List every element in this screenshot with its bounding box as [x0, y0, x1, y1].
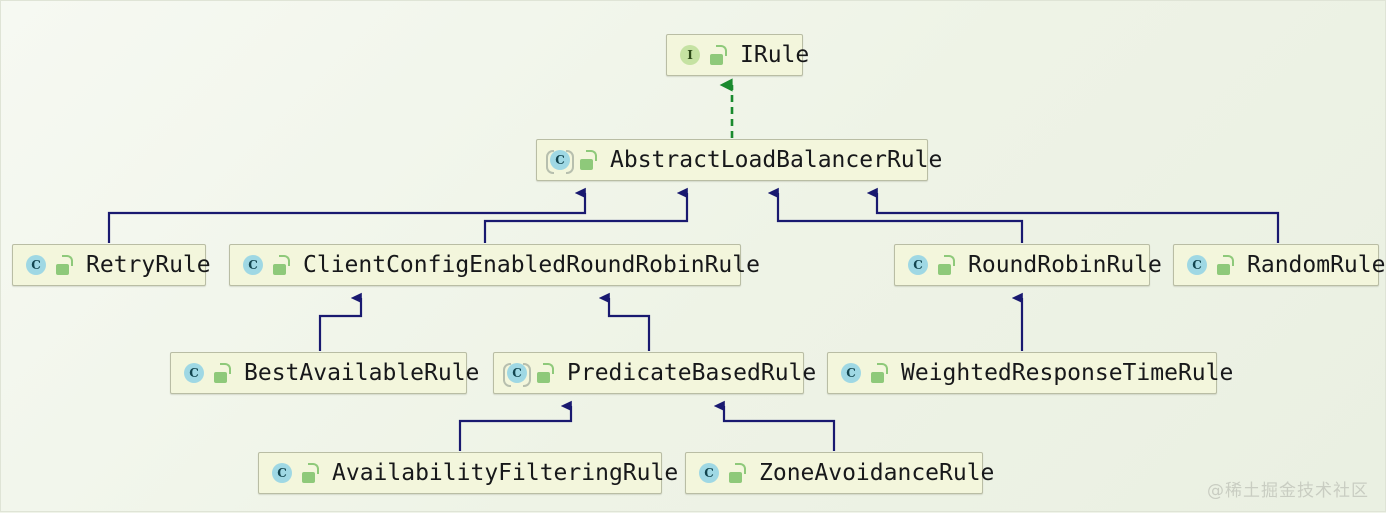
padlock-body — [710, 54, 723, 65]
padlock-body — [214, 372, 227, 383]
padlock-shackle — [308, 463, 319, 474]
padlock-shackle — [62, 255, 73, 266]
edge-random-to-abstractlb — [866, 187, 1280, 243]
class-node-label: RoundRobinRule — [968, 251, 1162, 278]
class-icon: C — [240, 252, 266, 278]
class-icon: C — [269, 460, 295, 486]
edge-availability-to-predicate — [458, 400, 573, 451]
interface-icon: I — [677, 42, 703, 68]
unlocked-padlock-icon — [271, 255, 290, 275]
unlocked-padlock-icon — [708, 45, 727, 65]
class-icon: C — [23, 252, 49, 278]
padlock-shackle — [543, 363, 554, 374]
class-node-label: BestAvailableRule — [244, 359, 480, 386]
watermark: @稀土掘金技术社区 — [1207, 481, 1369, 501]
padlock-shackle — [877, 363, 888, 374]
unlocked-padlock-icon — [869, 363, 888, 383]
icon-glyph: C — [841, 363, 861, 383]
padlock-body — [273, 264, 286, 275]
class-node-zone[interactable]: C ZoneAvoidanceRule — [685, 452, 994, 494]
edge-retry-to-abstractlb — [107, 187, 587, 243]
class-node-label: WeightedResponseTimeRule — [901, 359, 1234, 386]
padlock-shackle — [735, 463, 746, 474]
icon-glyph: C — [26, 255, 46, 275]
unlocked-padlock-icon — [1215, 255, 1234, 275]
class-node-availability[interactable]: C AvailabilityFilteringRule — [258, 452, 678, 494]
icon-glyph: C — [699, 463, 719, 483]
class-node-random[interactable]: C RandomRule — [1173, 244, 1385, 286]
edge-clientconfig-to-abstractlb — [483, 187, 689, 243]
class-icon: C — [1184, 252, 1210, 278]
icon-glyph: C — [243, 255, 263, 275]
class-node-label: ClientConfigEnabledRoundRobinRule — [303, 251, 760, 278]
padlock-body — [580, 159, 593, 170]
padlock-body — [938, 264, 951, 275]
unlocked-padlock-icon — [535, 363, 554, 383]
icon-glyph: C — [272, 463, 292, 483]
class-icon: C — [546, 147, 574, 174]
icon-glyph: C — [184, 363, 204, 383]
class-node-abstractlb[interactable]: C AbstractLoadBalancerRule — [536, 139, 942, 181]
class-node-label: ZoneAvoidanceRule — [759, 459, 995, 486]
padlock-shackle — [1223, 255, 1234, 266]
padlock-body — [56, 264, 69, 275]
class-node-retry[interactable]: C RetryRule — [12, 244, 211, 286]
unlocked-padlock-icon — [727, 463, 746, 483]
padlock-body — [871, 372, 884, 383]
class-node-predicate[interactable]: C PredicateBasedRule — [493, 352, 816, 394]
unlocked-padlock-icon — [212, 363, 231, 383]
class-node-label: IRule — [740, 41, 810, 68]
icon-glyph: I — [680, 45, 700, 65]
unlocked-padlock-icon — [54, 255, 73, 275]
class-node-label: AbstractLoadBalancerRule — [610, 146, 943, 173]
padlock-body — [1217, 264, 1230, 275]
class-icon: C — [696, 460, 722, 486]
class-node-irule[interactable]: I IRule — [666, 34, 809, 76]
edge-bestavailable-to-clientconfig — [318, 292, 363, 351]
unlocked-padlock-icon — [936, 255, 955, 275]
edge-roundrobin-to-abstractlb — [767, 187, 1024, 243]
padlock-body — [729, 472, 742, 483]
class-node-label: PredicateBasedRule — [567, 359, 817, 386]
class-node-clientconfig[interactable]: C ClientConfigEnabledRoundRobinRule — [229, 244, 760, 286]
edge-predicate-to-clientconfig — [598, 292, 651, 351]
padlock-body — [302, 472, 315, 483]
edge-zone-to-predicate — [713, 400, 836, 451]
icon-glyph: C — [507, 363, 527, 383]
class-node-bestavailable[interactable]: C BestAvailableRule — [170, 352, 479, 394]
class-node-label: RandomRule — [1247, 251, 1386, 278]
class-icon: C — [838, 360, 864, 386]
padlock-shackle — [220, 363, 231, 374]
icon-glyph: C — [550, 150, 570, 170]
class-node-label: AvailabilityFilteringRule — [332, 459, 679, 486]
padlock-shackle — [279, 255, 290, 266]
class-node-label: RetryRule — [86, 251, 211, 278]
class-icon: C — [905, 252, 931, 278]
padlock-shackle — [716, 45, 727, 56]
class-node-weighted[interactable]: C WeightedResponseTimeRule — [827, 352, 1233, 394]
class-icon: C — [181, 360, 207, 386]
unlocked-padlock-icon — [300, 463, 319, 483]
padlock-shackle — [586, 150, 597, 161]
class-icon: C — [503, 360, 531, 387]
padlock-body — [537, 372, 550, 383]
unlocked-padlock-icon — [578, 150, 597, 170]
class-node-roundrobin[interactable]: C RoundRobinRule — [894, 244, 1162, 286]
icon-glyph: C — [908, 255, 928, 275]
icon-glyph: C — [1187, 255, 1207, 275]
padlock-shackle — [944, 255, 955, 266]
